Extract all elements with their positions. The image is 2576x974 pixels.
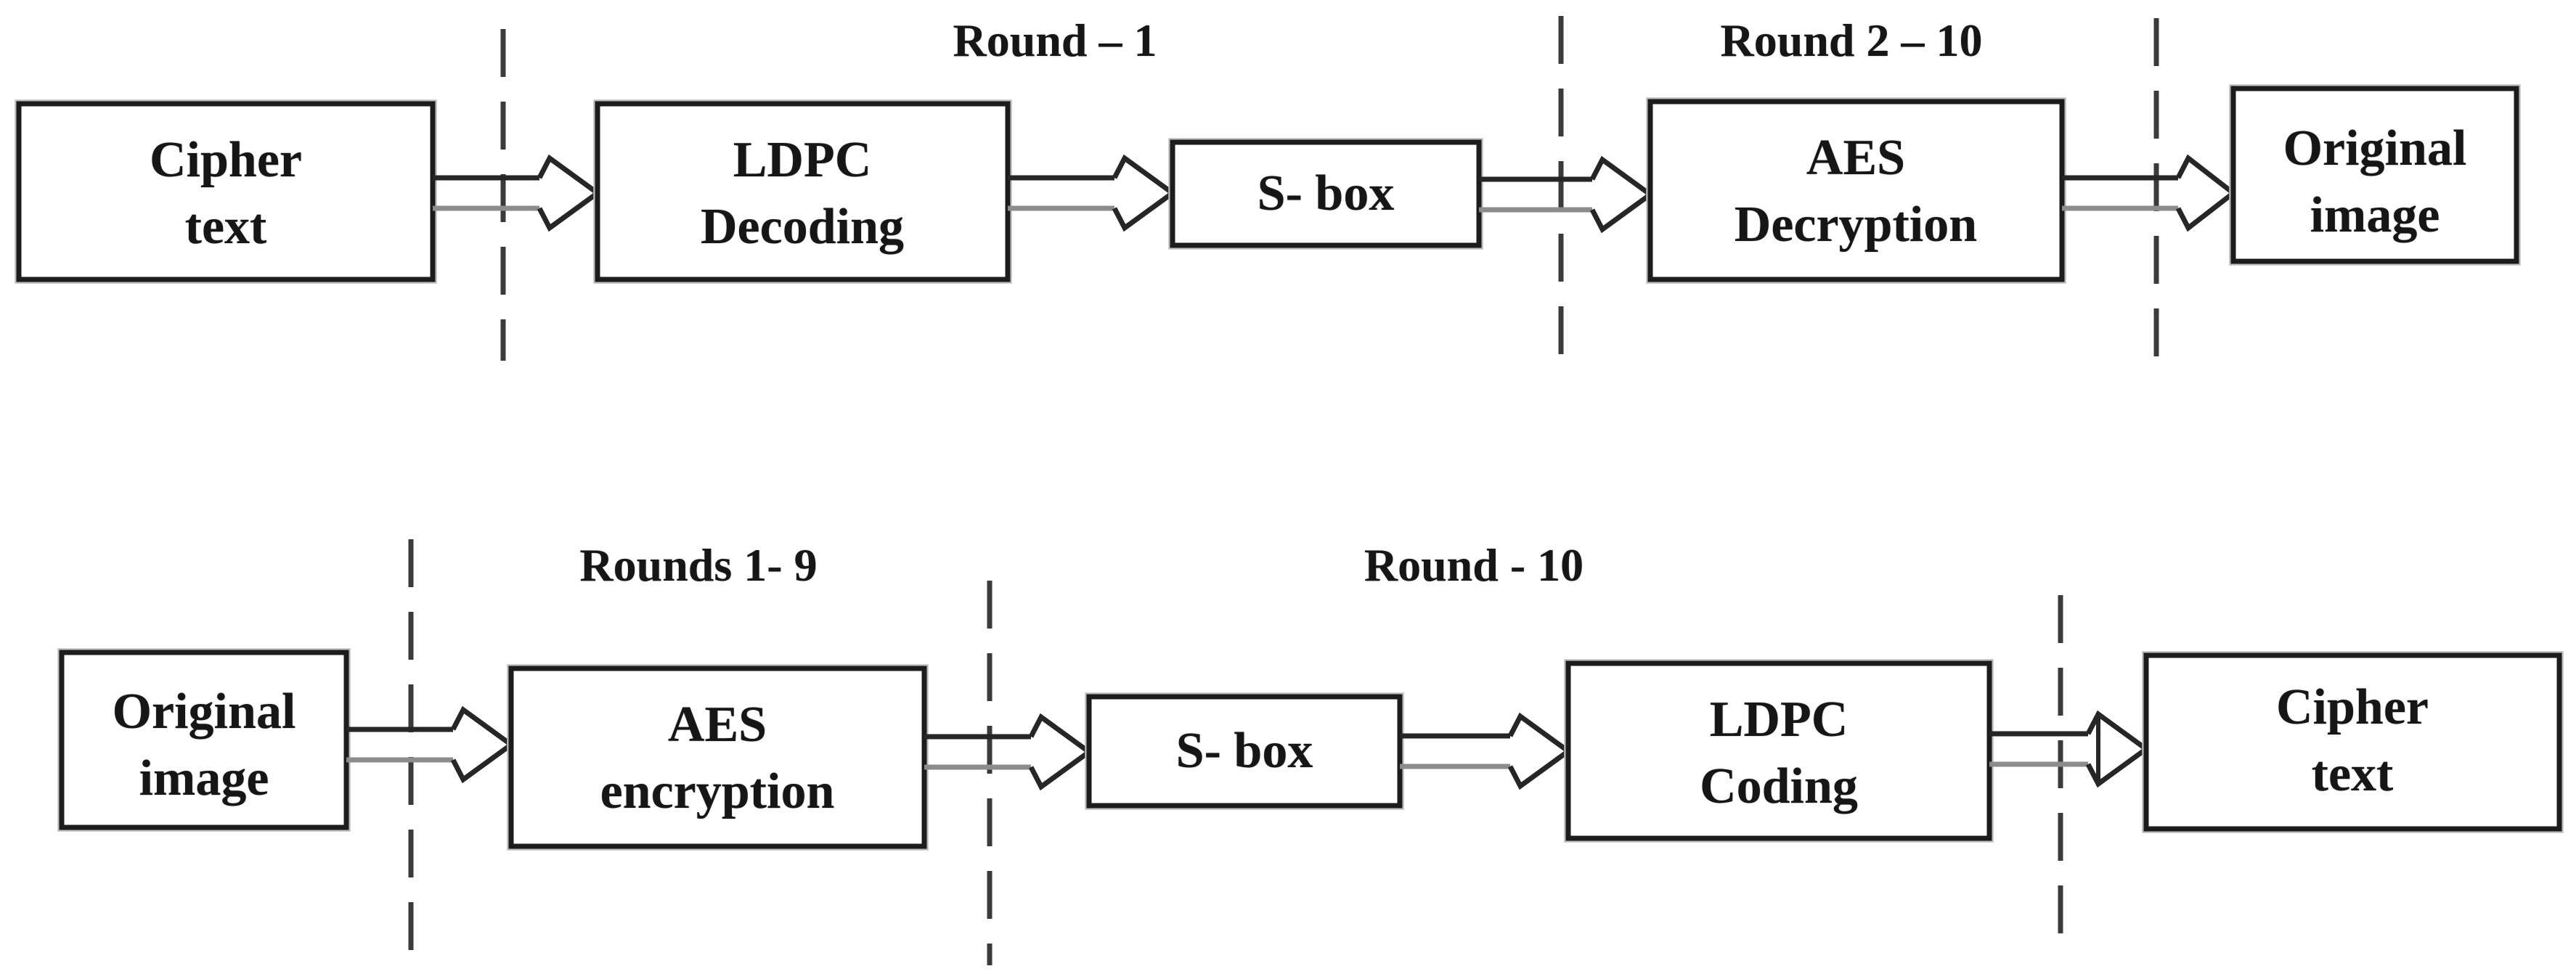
box-label-line2: image (2310, 187, 2440, 243)
box-outline (2143, 652, 2562, 832)
box-label-line2: Decryption (1735, 197, 1977, 253)
arrow-head (1028, 713, 1093, 791)
box-label-line1: Cipher (2276, 679, 2429, 735)
box-halo (2229, 84, 2521, 266)
ldpc-coding-box: LDPC Coding (1564, 659, 1994, 843)
box-halo (1085, 692, 1404, 810)
arrow-sbox-to-aes-decryption (1479, 155, 1655, 234)
round-10-label: Round - 10 (1364, 539, 1583, 591)
sbox-box-bottom: S- box (1085, 692, 1404, 810)
arrow-head (1589, 155, 1655, 234)
box-outline (508, 666, 927, 849)
box-label-line2: encryption (600, 764, 835, 819)
box-outline (16, 101, 436, 282)
box-label-line2: Decoding (701, 199, 904, 255)
box-halo (1564, 659, 1994, 843)
box-outline (1170, 139, 1482, 248)
box-halo (2142, 651, 2564, 833)
arrow-ciphertext-to-ldpc-decoding (433, 154, 602, 232)
box-outline (1647, 99, 2065, 282)
box-outline (1086, 694, 1403, 809)
arrow-head (1112, 154, 1177, 232)
cipher-text-box-top: Cipher text (15, 99, 437, 284)
arrow-head (2175, 154, 2238, 232)
original-image-box-top: Original image (2229, 84, 2521, 266)
arrow-head (537, 154, 602, 232)
box-outline (2230, 86, 2519, 264)
box-label-line2: text (2312, 746, 2394, 802)
original-image-box-bottom: Original image (57, 648, 351, 832)
arrow-sbox-to-ldpc-coding (1400, 712, 1573, 790)
box-halo (593, 99, 1012, 284)
encryption-flow: Rounds 1- 9 Round - 10 Original image AE… (57, 539, 2564, 965)
arrow-head (450, 705, 515, 784)
box-label-line1: S- box (1176, 723, 1313, 779)
aes-encryption-box: AES encryption (507, 664, 929, 851)
box-label-line2: image (139, 750, 269, 806)
box-outline (595, 101, 1011, 282)
box-outline (59, 650, 349, 830)
aes-decryption-box: AES Decryption (1646, 97, 2066, 284)
decryption-flow: Round – 1 Round 2 – 10 Cipher text LDPC … (15, 15, 2521, 363)
box-halo (1646, 97, 2066, 284)
ldpc-decoding-box: LDPC Decoding (593, 99, 1012, 284)
arrow-head (1507, 712, 1573, 790)
box-label-line2: Coding (1700, 758, 1858, 814)
arrow-aes-encryption-to-sbox (924, 713, 1093, 791)
box-halo (15, 99, 437, 284)
arrow-ldpc-coding-to-ciphertext (1989, 710, 2151, 788)
box-label-line1: S- box (1258, 165, 1395, 221)
box-label-line1: Original (2283, 120, 2467, 176)
arrow-ldpc-decoding-to-sbox (1008, 154, 1177, 232)
sbox-box-top: S- box (1168, 138, 1483, 250)
box-halo (507, 664, 929, 851)
box-label-line1: LDPC (1710, 692, 1849, 748)
round-1-label: Round – 1 (953, 15, 1157, 66)
rounds-1-9-label: Rounds 1- 9 (579, 539, 817, 591)
box-label-line2: text (185, 199, 267, 255)
box-label-line1: AES (668, 697, 767, 753)
box-label-line1: AES (1806, 130, 1905, 186)
box-outline (1565, 660, 1992, 841)
arrow-aes-decryption-to-original-image (2062, 154, 2238, 232)
box-label-line1: LDPC (733, 132, 872, 188)
box-halo (57, 648, 351, 832)
round-2-10-label: Round 2 – 10 (1721, 15, 1983, 66)
box-halo (1168, 138, 1483, 250)
box-label-line1: Original (113, 684, 296, 740)
arrow-original-image-to-aes-encryption (346, 705, 515, 784)
cipher-text-box-bottom: Cipher text (2142, 651, 2564, 833)
box-label-line1: Cipher (150, 132, 302, 188)
